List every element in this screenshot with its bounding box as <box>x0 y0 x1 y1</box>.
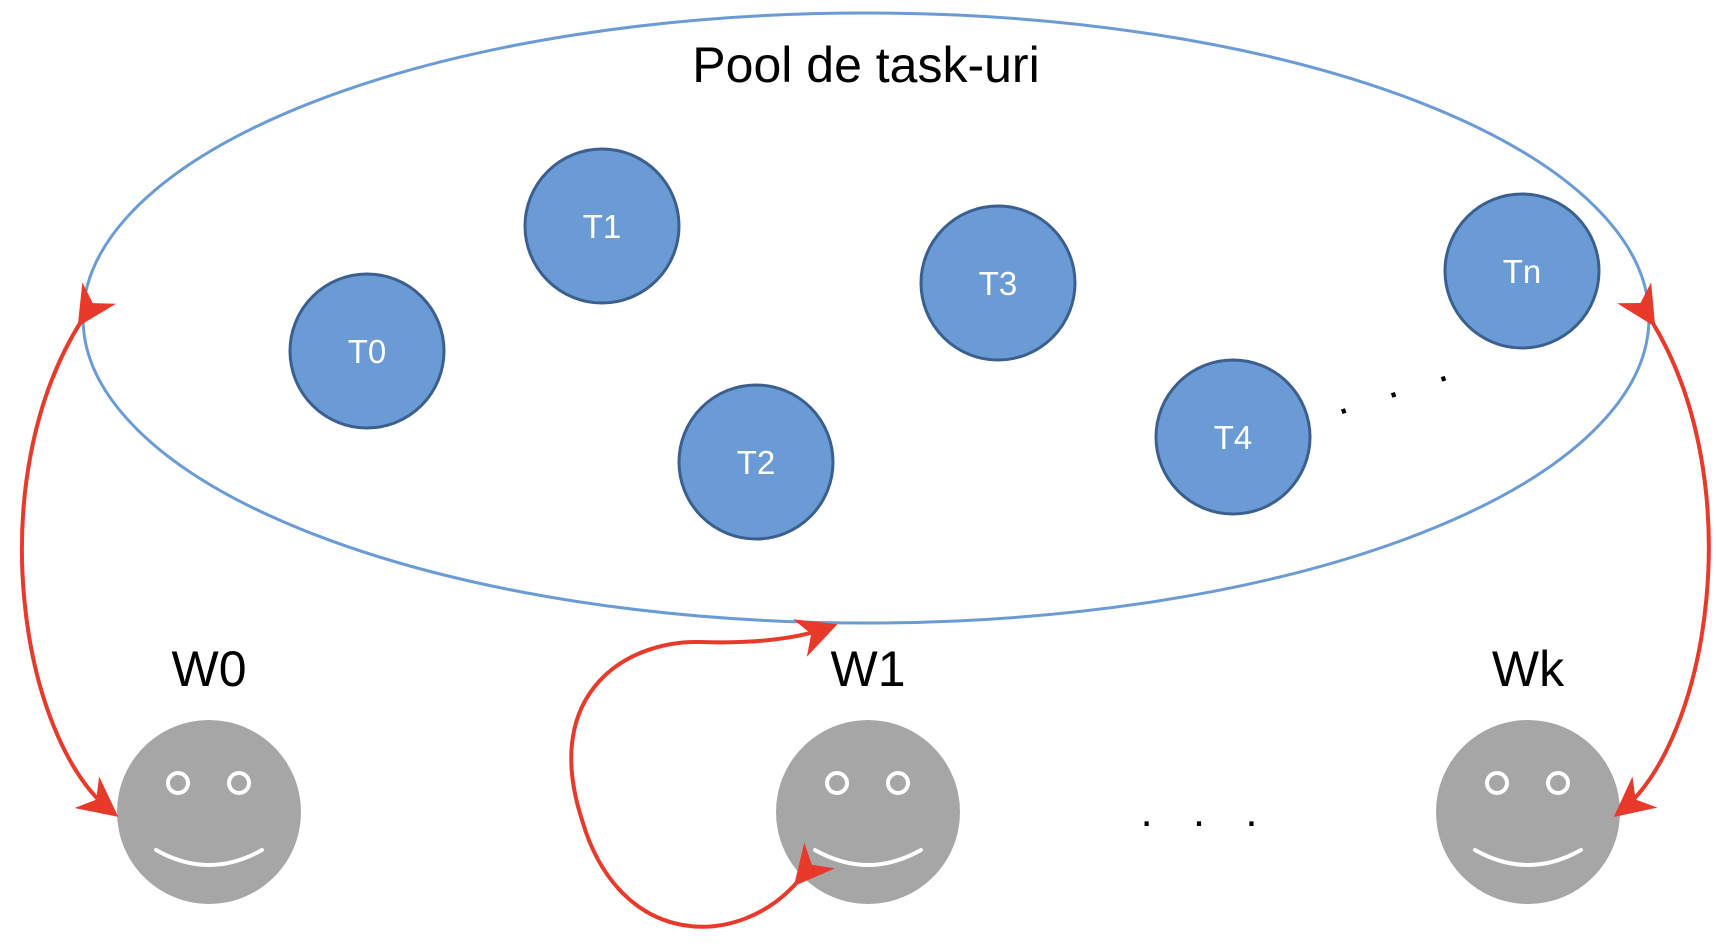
task-circle <box>919 204 1077 362</box>
task-circle <box>288 272 446 430</box>
task-t0: T0 <box>288 272 446 430</box>
task-t1: T1 <box>523 147 681 305</box>
task-label: Tn <box>1503 253 1542 290</box>
task-circle <box>1154 358 1312 516</box>
arrow-wk-pool <box>1613 282 1711 818</box>
arrow-w1-pool <box>569 619 838 929</box>
task-circle <box>1443 192 1601 350</box>
worker-wk: Wk <box>1436 641 1620 904</box>
task-label: T1 <box>583 208 622 245</box>
tasks-ellipsis: . . . <box>1327 338 1467 425</box>
smiley-face-icon <box>776 720 960 904</box>
worker-w1: W1 <box>776 641 960 904</box>
task-circle <box>523 147 681 305</box>
task-label: T4 <box>1214 419 1253 456</box>
task-tn: Tn <box>1443 192 1601 350</box>
task-t2: T2 <box>677 383 835 541</box>
task-label: T2 <box>737 444 776 481</box>
pool-title: Pool de task-uri <box>692 37 1039 93</box>
task-t4: T4 <box>1154 358 1312 516</box>
task-label: T0 <box>348 333 387 370</box>
smiley-face-icon <box>1436 720 1620 904</box>
worker-label: W0 <box>172 641 247 697</box>
task-circle <box>677 383 835 541</box>
task-label: T3 <box>979 265 1018 302</box>
task-t3: T3 <box>919 204 1077 362</box>
arrow-w0-pool <box>19 282 119 817</box>
worker-label: W1 <box>831 641 906 697</box>
worker-label: Wk <box>1492 641 1565 697</box>
worker-w0: W0 <box>117 641 301 904</box>
workers-ellipsis: . . . <box>1140 787 1271 836</box>
smiley-face-icon <box>117 720 301 904</box>
